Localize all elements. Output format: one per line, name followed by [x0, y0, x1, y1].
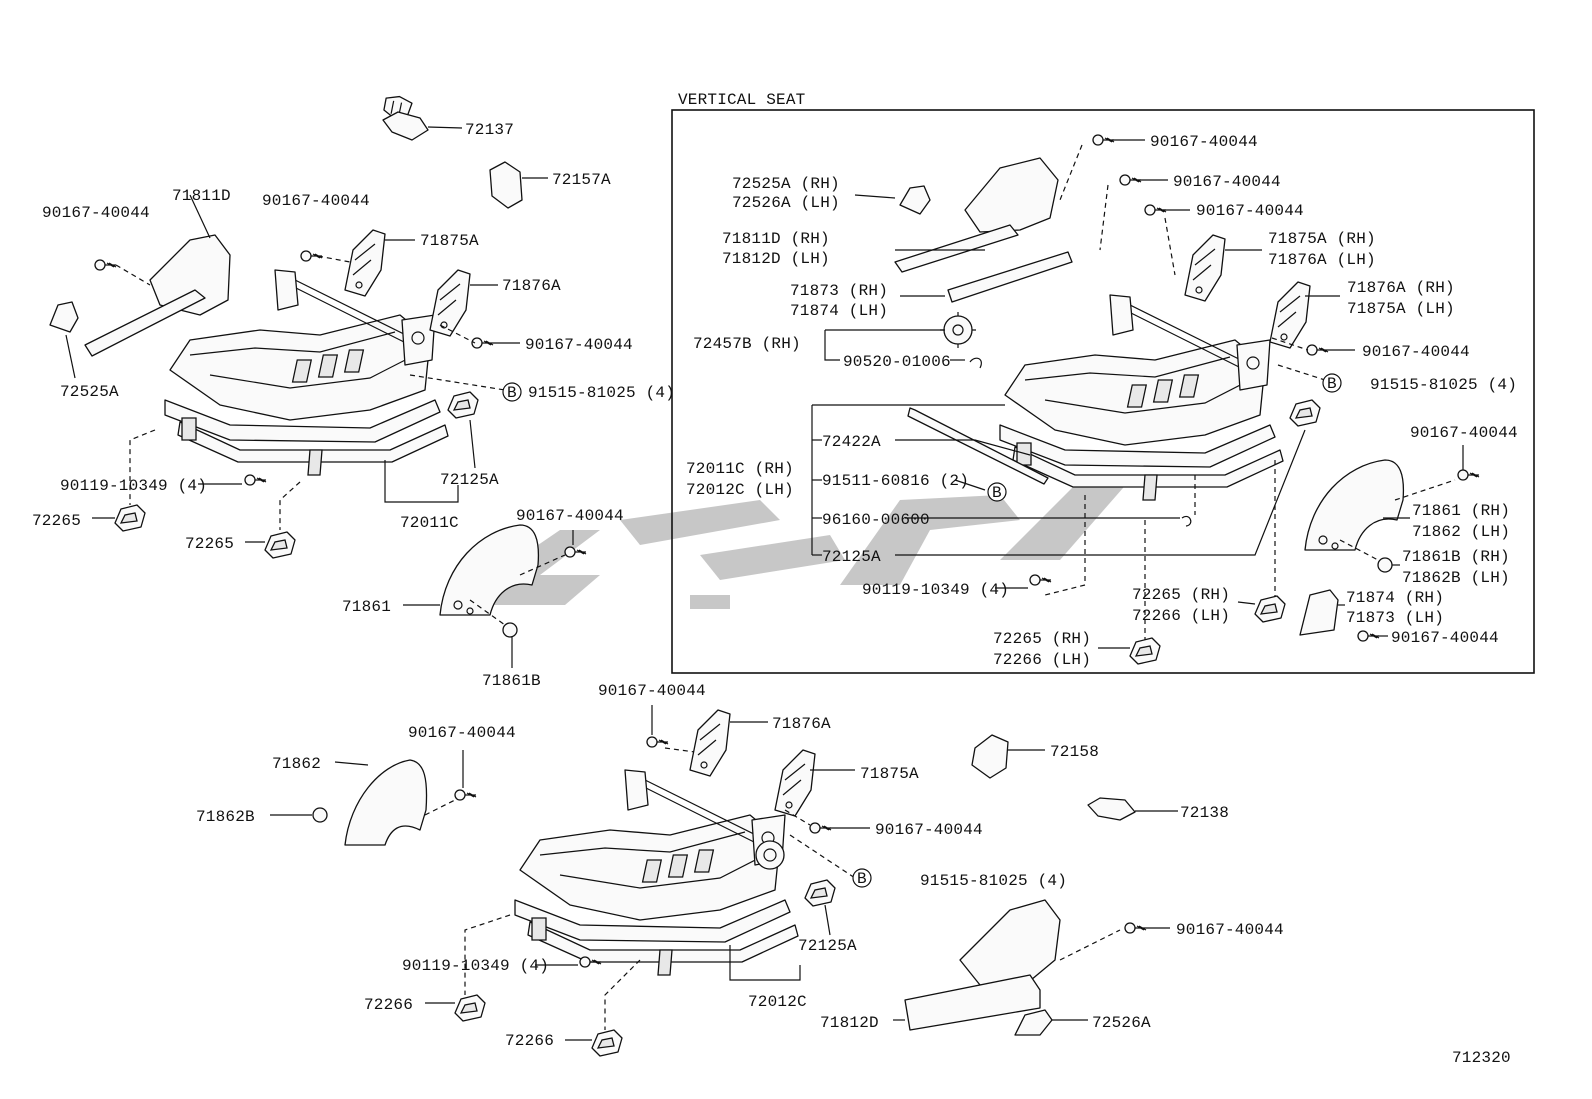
part-label: 90167-40044	[1150, 133, 1258, 151]
svg-text:B: B	[857, 870, 867, 888]
part-label: 72422A	[822, 433, 881, 451]
part-label: 71862 (LH)	[1412, 523, 1510, 541]
part-label: 71862B (LH)	[1402, 569, 1510, 587]
bottom-assembly	[270, 705, 1178, 1057]
b-marker: B	[852, 868, 872, 888]
part-label: 71875A (LH)	[1347, 300, 1455, 318]
part-label: 91515-81025 (4)	[920, 872, 1067, 890]
part-label: 91511-60816 (2)	[822, 472, 969, 490]
part-label: 72265 (RH)	[1132, 586, 1230, 604]
part-label: 96160-00600	[822, 511, 930, 529]
part-label: 72525A (RH)	[732, 175, 840, 193]
part-label: 91515-81025 (4)	[1370, 376, 1517, 394]
part-label: 72158	[1050, 743, 1099, 761]
part-label: 72457B (RH)	[693, 335, 801, 353]
part-label: 72526A (LH)	[732, 194, 840, 212]
part-label: 72265	[32, 512, 81, 530]
part-label: 71862	[272, 755, 321, 773]
part-label: 71876A	[502, 277, 561, 295]
b-marker: B	[1322, 373, 1342, 393]
part-label: 72125A	[798, 937, 857, 955]
part-label: 71874 (RH)	[1346, 589, 1444, 607]
part-label: 72012C (LH)	[686, 481, 794, 499]
part-label: 90167-40044	[1391, 629, 1499, 647]
part-label: 72011C	[400, 514, 459, 532]
part-label: 71811D	[172, 187, 231, 205]
part-label: 90167-40044	[262, 192, 370, 210]
part-label: 71873 (RH)	[790, 282, 888, 300]
part-label: 90167-40044	[1362, 343, 1470, 361]
part-label: 71876A (LH)	[1268, 251, 1376, 269]
part-label: 90167-40044	[525, 336, 633, 354]
svg-text:B: B	[1327, 375, 1337, 393]
part-label: 71812D	[820, 1014, 879, 1032]
part-label: 90520-01006	[843, 353, 951, 371]
part-label: 71876A	[772, 715, 831, 733]
part-label: 90167-40044	[875, 821, 983, 839]
part-label: 71875A	[420, 232, 479, 250]
watermark-logo	[450, 480, 1130, 609]
part-label: 90119-10349 (4)	[402, 957, 549, 975]
part-label: 72157A	[552, 171, 611, 189]
part-label: 72138	[1180, 804, 1229, 822]
part-label: 72266 (LH)	[1132, 607, 1230, 625]
part-label: 72265	[185, 535, 234, 553]
svg-text:B: B	[992, 484, 1002, 502]
diagram-id: 712320	[1452, 1049, 1511, 1067]
part-label: 72137	[465, 121, 514, 139]
part-label: 71811D (RH)	[722, 230, 830, 248]
part-label: 71861B	[482, 672, 541, 690]
inset-title: VERTICAL SEAT	[678, 91, 805, 109]
b-marker: B	[502, 382, 522, 402]
part-label: 71861 (RH)	[1412, 502, 1510, 520]
part-label: 72266	[364, 996, 413, 1014]
part-label: 72012C	[748, 993, 807, 1011]
part-label: 72266 (LH)	[993, 651, 1091, 669]
part-label: 90167-40044	[1410, 424, 1518, 442]
part-label: 71875A (RH)	[1268, 230, 1376, 248]
part-label: 90167-40044	[1196, 202, 1304, 220]
part-label: 72266	[505, 1032, 554, 1050]
part-label: 71876A (RH)	[1347, 279, 1455, 297]
part-label: 90119-10349 (4)	[60, 477, 207, 495]
part-label: 90167-40044	[598, 682, 706, 700]
part-label: 72125A	[440, 471, 499, 489]
top-left-assembly	[49, 91, 587, 668]
part-label: 90167-40044	[1176, 921, 1284, 939]
b-marker: B	[987, 482, 1007, 502]
part-label: 71875A	[860, 765, 919, 783]
part-label: 71861	[342, 598, 391, 616]
part-label: 91515-81025 (4)	[528, 384, 675, 402]
part-label: 71874 (LH)	[790, 302, 888, 320]
part-label: 71862B	[196, 808, 255, 826]
vertical-seat-inset	[671, 109, 1535, 674]
part-label: 72011C (RH)	[686, 460, 794, 478]
part-label: 90119-10349 (4)	[862, 581, 1009, 599]
part-label: 90167-40044	[1173, 173, 1281, 191]
part-label: 72265 (RH)	[993, 630, 1091, 648]
part-label: 72125A	[822, 548, 881, 566]
part-label: 71861B (RH)	[1402, 548, 1510, 566]
part-label: 90167-40044	[516, 507, 624, 525]
part-label: 90167-40044	[408, 724, 516, 742]
svg-text:B: B	[507, 384, 517, 402]
part-label: 72526A	[1092, 1014, 1151, 1032]
part-label: 72525A	[60, 383, 119, 401]
part-label: 71873 (LH)	[1346, 609, 1444, 627]
part-label: 90167-40044	[42, 204, 150, 222]
part-label: 71812D (LH)	[722, 250, 830, 268]
